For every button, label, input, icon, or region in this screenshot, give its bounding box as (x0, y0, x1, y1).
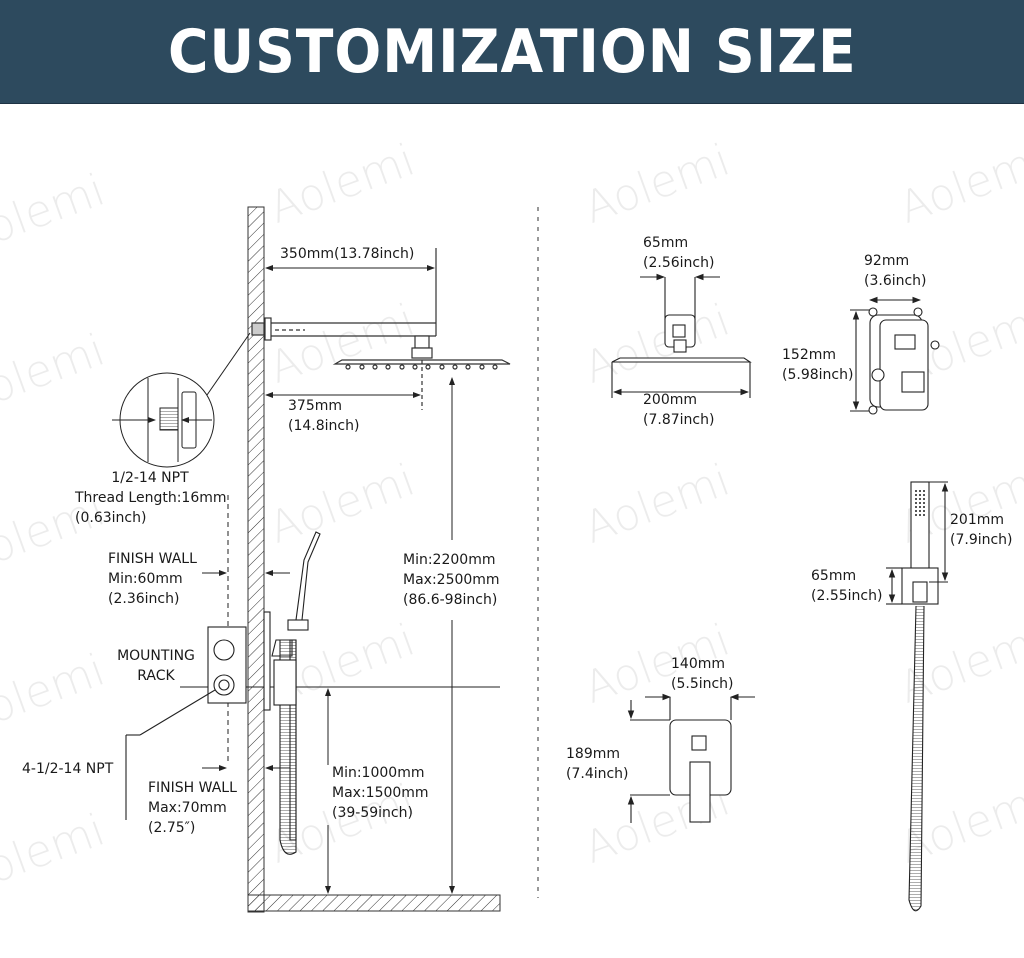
head-height-max: Max:2500mm (403, 572, 500, 588)
valve-body-height: 152mm (782, 347, 836, 363)
finish-wall-min-value: Min:60mm (108, 571, 183, 587)
thread-detail-callout (112, 332, 251, 468)
mounting-rack (125, 626, 247, 820)
valve-height-max: Max:1500mm (332, 785, 429, 801)
holder-height-inch: (2.55inch) (811, 588, 883, 604)
valve-body-width: 92mm (864, 253, 910, 269)
head-offset-label: 375mm (288, 398, 342, 414)
hand-shower-assembly (263, 531, 321, 855)
inlet-thread-label: 4-1/2-14 NPT (22, 761, 114, 777)
head-height-min: Min:2200mm (403, 552, 496, 568)
mounting-rack-label: MOUNTING RACK (117, 648, 195, 684)
finish-wall-max-value: Max:70mm (148, 800, 227, 816)
shower-arm (251, 248, 437, 359)
rain-arm-width: 65mm (643, 235, 689, 251)
page-title: CUSTOMIZATION SIZE (167, 16, 857, 87)
head-offset-label-inch: (14.8inch) (288, 418, 360, 434)
thread-length-label: Thread Length:16mm (75, 490, 227, 506)
valve-height-min: Min:1000mm (332, 765, 425, 781)
holder-height: 65mm (811, 568, 857, 584)
rain-arm-width-inch: (2.56inch) (643, 255, 715, 271)
rain-shower-head (332, 359, 511, 410)
finish-wall-max-title: FINISH WALL (148, 780, 237, 796)
technical-drawing (112, 206, 949, 913)
hand-shower-length-inch: (7.9inch) (950, 532, 1013, 548)
valve-body-height-inch: (5.98inch) (782, 367, 854, 383)
header-banner: CUSTOMIZATION SIZE (0, 0, 1024, 104)
finish-wall-min-title: FINISH WALL (108, 551, 197, 567)
trim-plate-height-inch: (7.4inch) (566, 766, 629, 782)
hand-shower-component (886, 481, 949, 912)
head-height-inch: (86.6-98inch) (403, 592, 498, 608)
rain-head-width-inch: (7.87inch) (643, 412, 715, 428)
arm-length-label: 350mm(13.78inch) (280, 246, 415, 262)
valve-height-inch: (39-59inch) (332, 805, 413, 821)
trim-plate-component (627, 693, 755, 823)
rain-head-width: 200mm (643, 392, 697, 408)
finish-wall-min-inch: (2.36inch) (108, 591, 180, 607)
valve-body-width-inch: (3.6inch) (864, 273, 927, 289)
thread-detail-label: 1/2-14 NPT (111, 470, 189, 486)
valve-body-component (850, 296, 940, 415)
finish-wall-max-inch: (2.75″) (148, 820, 196, 836)
trim-plate-height: 189mm (566, 746, 620, 762)
hand-shower-length: 201mm (950, 512, 1004, 528)
trim-plate-width-inch: (5.5inch) (671, 676, 734, 692)
rain-head-component (611, 273, 752, 398)
wall (247, 206, 501, 913)
thread-length-inch-label: (0.63inch) (75, 510, 147, 526)
trim-plate-width: 140mm (671, 656, 725, 672)
diagram-stage: Aolemi Aolemi Aolemi Aolemi Aolemi Aolem… (0, 103, 1024, 958)
